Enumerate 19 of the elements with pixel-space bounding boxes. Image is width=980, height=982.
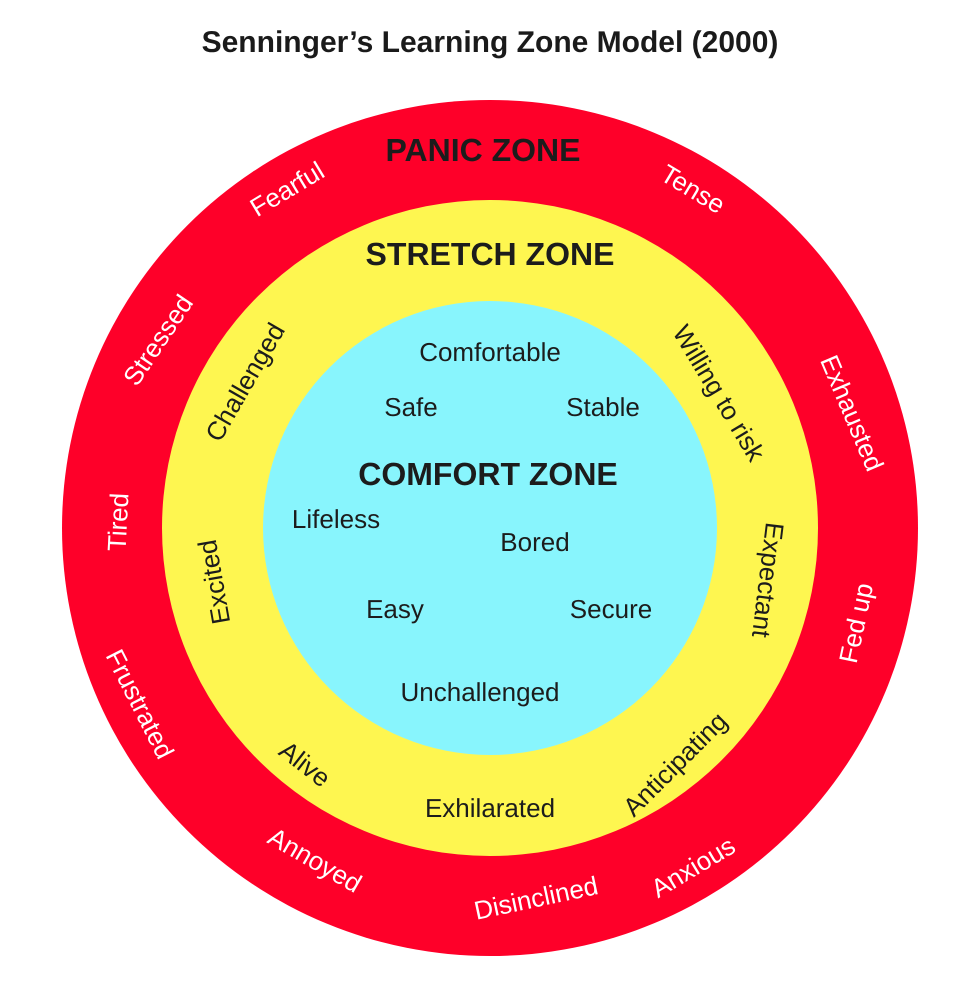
feeling-word: Disinclined [472, 872, 600, 924]
feeling-word: Exhilarated [424, 795, 556, 821]
zone-heading: COMFORT ZONE [358, 458, 618, 490]
feeling-word: Excited [194, 538, 234, 626]
feeling-word: Unchallenged [400, 679, 560, 705]
feeling-word: Stable [566, 394, 640, 420]
feeling-word: Secure [570, 596, 652, 622]
feeling-word: Expectant [748, 521, 788, 639]
feeling-word: Easy [366, 596, 424, 622]
zone-heading: STRETCH ZONE [366, 238, 614, 270]
feeling-word: Comfortable [419, 339, 561, 365]
feeling-word: Bored [500, 529, 570, 555]
diagram-title: Senninger’s Learning Zone Model (2000) [202, 26, 778, 60]
feeling-word: Tired [104, 492, 132, 552]
feeling-word: Safe [384, 394, 438, 420]
feeling-word: Fed up [834, 580, 878, 666]
feeling-word: Alive [274, 736, 336, 792]
feeling-word: Lifeless [292, 506, 380, 532]
zone-heading: PANIC ZONE [386, 134, 580, 166]
